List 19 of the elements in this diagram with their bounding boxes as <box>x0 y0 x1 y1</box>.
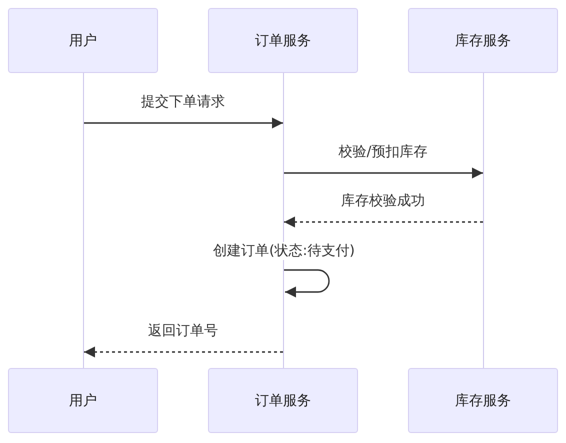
lifeline <box>83 73 84 368</box>
participant-box: 库存服务 <box>408 8 558 73</box>
message-arrow <box>284 216 483 228</box>
participant-box: 库存服务 <box>408 368 558 433</box>
participant-box: 用户 <box>8 368 158 433</box>
message-label: 创建订单(状态:待支付) <box>211 242 357 260</box>
message-arrow <box>284 269 330 298</box>
lifeline <box>283 73 284 368</box>
lifeline <box>483 73 484 368</box>
participant-box: 订单服务 <box>208 368 358 433</box>
participant-box: 订单服务 <box>208 8 358 73</box>
message-label: 返回订单号 <box>146 322 220 340</box>
message-arrow <box>284 167 483 179</box>
message-label: 库存校验成功 <box>339 192 427 210</box>
message-label: 校验/预扣库存 <box>336 143 430 161</box>
message-arrow <box>84 346 283 358</box>
message-label: 提交下单请求 <box>139 93 227 111</box>
participant-box: 用户 <box>8 8 158 73</box>
message-arrow <box>84 117 283 129</box>
